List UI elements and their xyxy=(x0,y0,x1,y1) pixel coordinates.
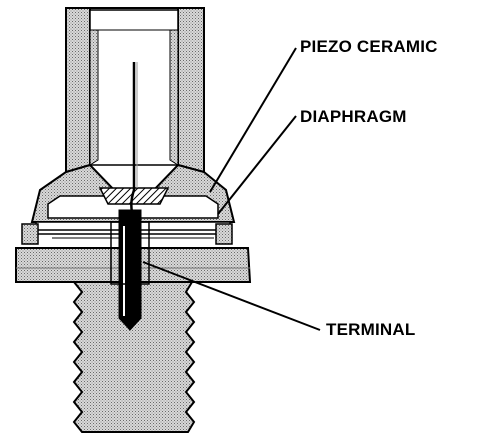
label-diaphragm: DIAPHRAGM xyxy=(300,107,407,126)
threaded-shank xyxy=(71,281,196,433)
terminal-rod xyxy=(118,209,142,331)
leader-terminal xyxy=(142,261,321,331)
terminal-insulator xyxy=(110,221,150,285)
lead-wire xyxy=(130,62,136,213)
label-piezo-ceramic: PIEZO CERAMIC xyxy=(300,37,438,56)
connector-wall-left xyxy=(65,7,91,174)
inner-chamber xyxy=(47,195,219,219)
label-terminal: TERMINAL xyxy=(326,320,416,339)
side-bolt-left xyxy=(21,223,39,245)
connector-wall-right xyxy=(177,7,205,174)
piezo-ceramic-element xyxy=(98,187,170,205)
leader-piezo xyxy=(209,47,297,193)
leader-diaphragm xyxy=(217,115,297,215)
side-bolt-right xyxy=(215,223,233,245)
